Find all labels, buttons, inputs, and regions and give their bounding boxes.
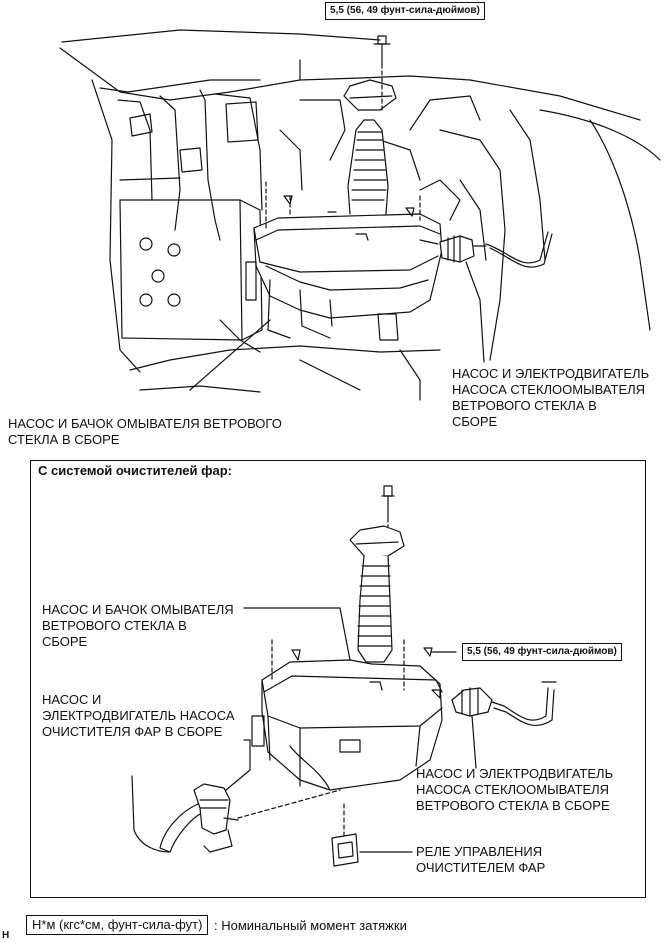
torque-spec-inset: 5,5 (56, 49 фунт-сила-дюймов) xyxy=(462,643,622,661)
inset-drawing xyxy=(131,485,557,867)
engine-bay-drawing xyxy=(59,29,661,401)
inset-label-washer-motor: НАСОС И ЭЛЕКТРОДВИГАТЕЛЬ НАСОСА СТЕКЛООМ… xyxy=(416,766,614,813)
inset-label-headlamp-motor: НАСОС И ЭЛЕКТРОДВИГАТЕЛЬ НАСОСА ОЧИСТИТЕ… xyxy=(42,692,235,739)
inset-title: С системой очистителей фар: xyxy=(38,463,233,478)
headlamp-cleaner-inset xyxy=(30,460,646,898)
corner-mark: Н xyxy=(2,930,10,941)
inset-label-relay: РЕЛЕ УПРАВЛЕНИЯ ОЧИСТИТЕЛЕМ ФАР xyxy=(416,844,546,875)
inset-label-washer-jar: НАСОС И БАЧОК ОМЫВАТЕЛЯ ВЕТРОВОГО СТЕКЛА… xyxy=(42,602,234,649)
torque-spec-top: 5,5 (56, 49 фунт-сила-дюймов) xyxy=(325,2,485,20)
label-washer-motor-assembly: НАСОС И ЭЛЕКТРОДВИГАТЕЛЬ НАСОСА СТЕКЛООМ… xyxy=(452,366,650,429)
label-washer-jar-assembly: НАСОС И БАЧОК ОМЫВАТЕЛЯ ВЕТРОВОГО СТЕКЛА… xyxy=(8,416,282,447)
legend-description: : Номинальный момент затяжки xyxy=(214,918,407,933)
legend-unit-box: Н*м (кгс*см, фунт-сила-фут) xyxy=(26,915,209,935)
